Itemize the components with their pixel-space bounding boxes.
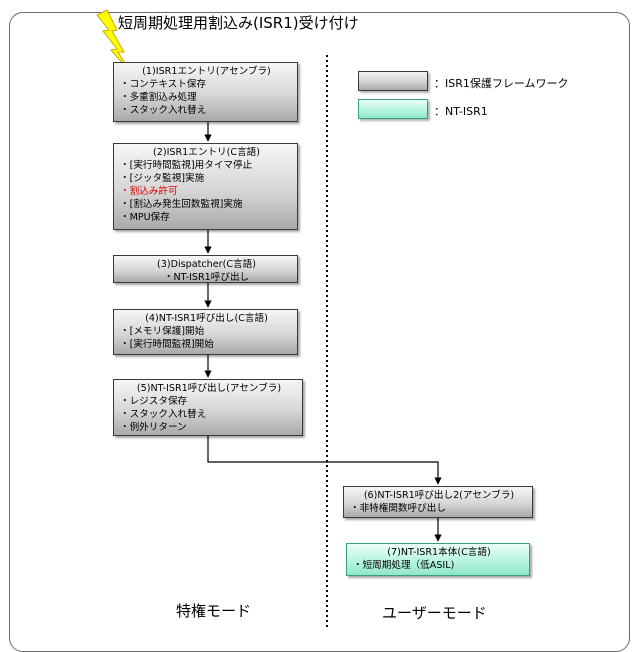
legend-framework-swatch <box>358 71 428 91</box>
process-box-1-line: ・スタック入れ替え <box>120 105 207 116</box>
legend-framework-label: ：ISR1保護フレームワーク <box>434 77 569 90</box>
connector-layer <box>96 9 442 628</box>
process-box-4-heading: (4)NT-ISR1呼び出し(C言語) <box>145 313 268 324</box>
arrow-5-6 <box>207 436 442 485</box>
process-box-2-line: ・[実行時間監視]用タイマ停止 <box>120 160 253 171</box>
process-box-5-line: ・レジスタ保存 <box>120 396 188 407</box>
lightning-icon <box>96 9 131 73</box>
process-box-2-heading: (2)ISR1エントリ(C言語) <box>152 147 261 158</box>
process-box-1-heading: (1)ISR1エントリ(アセンブラ) <box>142 66 271 77</box>
process-box-2-line: ・[割込み発生回数監視]実施 <box>120 199 243 210</box>
process-box-3-line: ・NT-ISR1呼び出し <box>163 272 250 283</box>
process-box-2-line: ・[ジッタ監視]実施 <box>120 173 205 184</box>
process-box-4-line: ・[実行時間監視]開始 <box>120 339 214 350</box>
process-box-2-line-highlight: ・割込み許可 <box>120 186 178 197</box>
process-box-1-line: ・多重割込み処理 <box>120 92 197 103</box>
diagram-title: 短周期処理用割込み(ISR1)受け付け <box>118 14 359 32</box>
process-box-5-line: ・例外リターン <box>120 422 187 433</box>
process-box-4: (4)NT-ISR1呼び出し(C言語) ・[メモリ保護]開始 ・[実行時間監視]… <box>113 309 298 355</box>
process-box-6-heading: (6)NT-ISR1呼び出し2(アセンブラ) <box>363 490 515 501</box>
process-box-5-heading: (5)NT-ISR1呼び出し(アセンブラ) <box>136 383 282 394</box>
process-box-5: (5)NT-ISR1呼び出し(アセンブラ) ・レジスタ保存 ・スタック入れ替え … <box>113 379 303 436</box>
process-box-3-heading: (3)Dispatcher(C言語) <box>157 259 256 270</box>
process-box-7-heading: (7)NT-ISR1本体(C言語) <box>387 547 491 558</box>
process-box-7-line: ・短周期処理（低ASIL) <box>353 560 455 571</box>
process-box-1: (1)ISR1エントリ(アセンブラ) ・コンテキスト保存 ・多重割込み処理 ・ス… <box>113 62 298 122</box>
process-box-7: (7)NT-ISR1本体(C言語) ・短周期処理（低ASIL) <box>346 543 530 576</box>
process-box-6-line: ・非特権関数呼び出し <box>350 503 446 514</box>
user-mode-label: ユーザーモード <box>382 604 487 622</box>
legend-nt-label: ：NT-ISR1 <box>434 105 488 118</box>
process-box-1-line: ・コンテキスト保存 <box>120 79 207 90</box>
legend-nt-swatch <box>358 99 428 119</box>
process-box-5-line: ・スタック入れ替え <box>120 409 207 420</box>
privileged-mode-label: 特権モード <box>176 602 252 620</box>
process-box-6: (6)NT-ISR1呼び出し2(アセンブラ) ・非特権関数呼び出し <box>343 486 533 518</box>
process-box-2: (2)ISR1エントリ(C言語) ・[実行時間監視]用タイマ停止 ・[ジッタ監視… <box>113 143 298 230</box>
process-box-3: (3)Dispatcher(C言語) ・NT-ISR1呼び出し <box>113 255 298 283</box>
process-box-2-line: ・MPU保存 <box>120 212 170 223</box>
process-box-4-line: ・[メモリ保護]開始 <box>120 326 205 337</box>
